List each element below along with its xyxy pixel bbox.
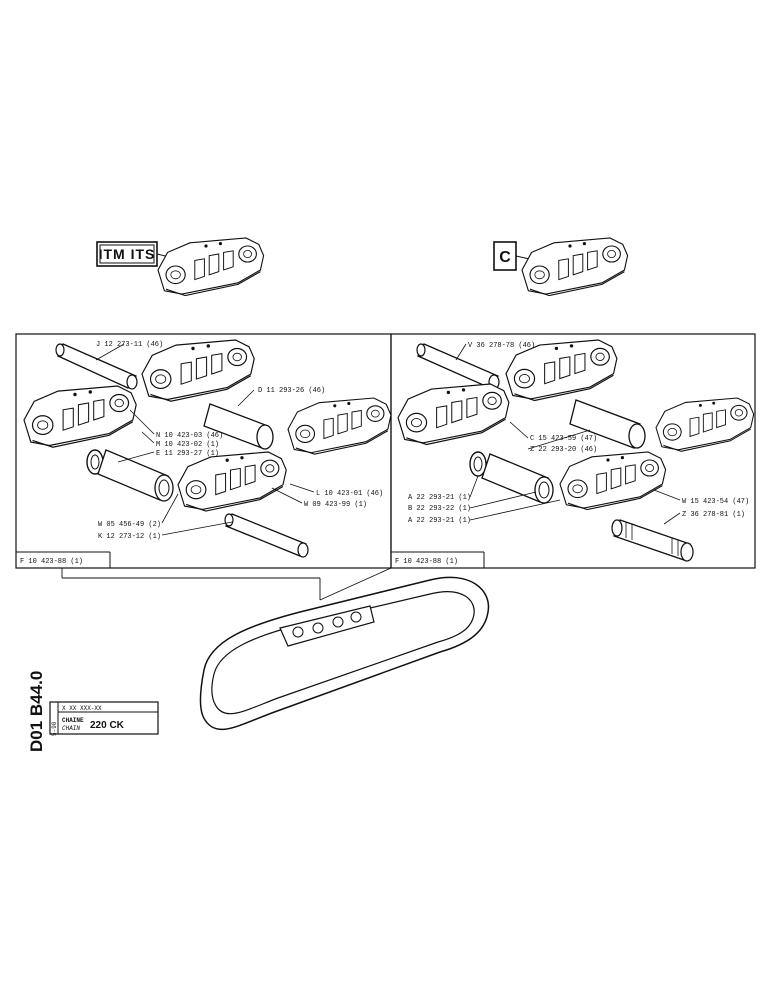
callout-label: Z 22 293-20 (46): [530, 446, 597, 454]
link-assembly-icon: [157, 237, 265, 297]
callout-label: A 22 293-21 (1): [408, 517, 471, 525]
title-ref: X XX XXX-XX: [62, 705, 102, 712]
title-name-fr: CHAINE: [62, 717, 84, 724]
callout-label: Z 36 278-81 (1): [682, 511, 745, 519]
callout-label: A 22 293-21 (1): [408, 494, 471, 502]
link-plate-icon: [287, 397, 392, 455]
left-frame-label: F 10 423-88 (1): [20, 558, 83, 566]
callout-label: W 15 423-54 (47): [682, 498, 749, 506]
callout-label: C 15 423-59 (47): [530, 435, 597, 443]
link-plate-icon: [655, 397, 755, 452]
callout-label: V 36 278-78 (46): [468, 342, 535, 350]
pin-icon: [55, 343, 138, 390]
bushing-icon: [569, 399, 646, 449]
link-assembly-icon: [521, 237, 629, 297]
title-block: X XX XXX-XX CHAINE CHAIN 220 CK 5-90: [49, 701, 159, 736]
title-name-en: CHAIN: [62, 725, 80, 732]
callout-label: K 12 273-12 (1): [98, 533, 161, 541]
callout-label: W 05 456-49 (2): [98, 521, 161, 529]
right-frame-label: F 10 423-88 (1): [395, 558, 458, 566]
side-code: D01 B44.0: [27, 671, 46, 752]
link-plate-icon: [397, 383, 510, 446]
link-plate-icon: [559, 451, 667, 511]
link-plate-icon: [23, 385, 137, 448]
brand-logo-left: ITM ITS: [96, 241, 158, 267]
callout-label: L 10 423-01 (46): [316, 490, 383, 498]
svg-text:ITM ITS: ITM ITS: [99, 246, 156, 262]
callout-label: J 12 273-11 (46): [96, 341, 163, 349]
callout-label: B 22 293-22 (1): [408, 505, 471, 513]
callout-label: W 09 423-99 (1): [304, 501, 367, 509]
bushing-icon: [481, 453, 554, 504]
pin-icon: [416, 343, 500, 390]
title-model: 220 CK: [90, 720, 125, 731]
callout-label: D 11 293-26 (46): [258, 387, 325, 395]
link-plate-icon: [141, 339, 255, 402]
brand-logo-right: C: [493, 241, 517, 271]
callout-label: M 10 423-02 (1): [156, 441, 219, 449]
bushing-icon: [97, 449, 174, 502]
callout-label: N 10 423-03 (46): [156, 432, 223, 440]
callout-label: E 11 293-27 (1): [156, 450, 219, 458]
track-chain-icon: [199, 576, 490, 731]
svg-text:C: C: [499, 249, 511, 266]
splined-pin-icon: [611, 519, 694, 562]
title-small-code: 5-90: [51, 721, 58, 736]
right-panel-frame: [390, 333, 756, 569]
bushing-icon: [203, 403, 274, 450]
pin-icon: [224, 513, 309, 558]
link-plate-icon: [177, 451, 287, 512]
connector-lines: [61, 567, 392, 601]
